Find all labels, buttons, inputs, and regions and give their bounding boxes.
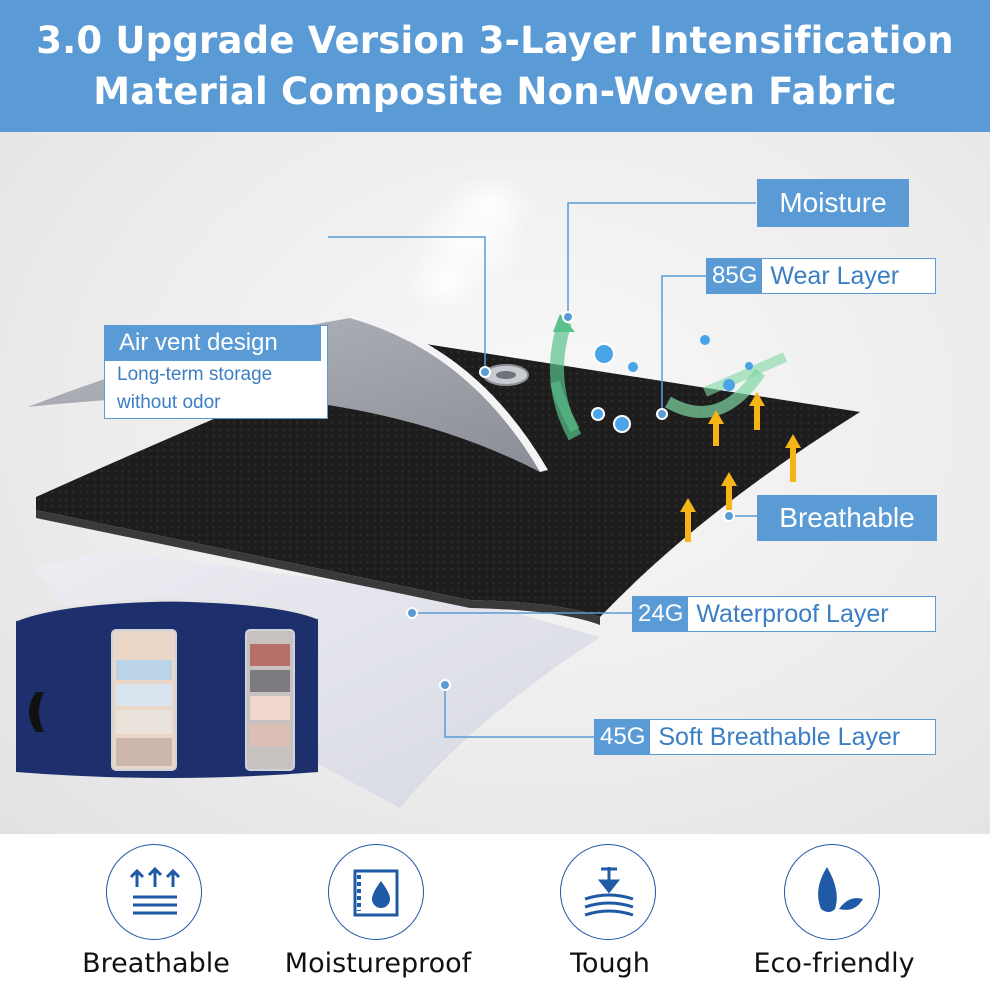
feature-row: Breathable Moistureproof [0,834,990,990]
feature-breathable-label: Breathable [82,948,230,979]
storage-bag-illustration [15,598,319,778]
wear-layer-name: Wear Layer [770,261,900,290]
header-title-line1: 3.0 Upgrade Version 3-Layer Intensificat… [36,19,954,62]
feature-eco-friendly: Eco-friendly [734,844,934,990]
feature-tough: Tough [510,844,710,990]
waterproof-layer-grams: 24G [633,597,689,631]
moistureproof-icon [328,844,424,940]
air-vent-title: Air vent design [105,325,321,361]
wear-layer-callout: 85G Wear Layer [706,258,936,294]
feature-tough-label: Tough [570,948,650,979]
air-vent-line2: without odor [117,392,221,413]
waterproof-layer-callout: 24G Waterproof Layer [632,596,936,632]
air-vent-line1: Long-term storage [117,364,273,385]
waterproof-layer-name: Waterproof Layer [696,599,889,628]
header-banner: 3.0 Upgrade Version 3-Layer Intensificat… [0,0,990,132]
soft-layer-name: Soft Breathable Layer [658,722,901,751]
breathable-up-arrows [680,392,801,542]
breathable-icon [106,844,202,940]
moisture-label: Moisture [757,179,909,227]
soft-layer-callout: 45G Soft Breathable Layer [594,719,936,755]
header-title-line2: Material Composite Non-Woven Fabric [93,70,897,113]
feature-eco-label: Eco-friendly [753,948,915,979]
feature-moistureproof-label: Moistureproof [284,948,472,979]
wear-layer-grams: 85G [707,259,763,293]
breathable-label: Breathable [757,495,937,541]
tough-icon [560,844,656,940]
eco-leaf-icon [784,844,880,940]
soft-layer-grams: 45G [595,720,651,754]
air-vent-callout: Air vent design Long-term storage withou… [104,325,328,419]
fabric-illustration: Air vent design Long-term storage withou… [0,132,990,834]
feature-moistureproof: Moistureproof [278,844,478,990]
feature-breathable: Breathable [56,844,256,990]
